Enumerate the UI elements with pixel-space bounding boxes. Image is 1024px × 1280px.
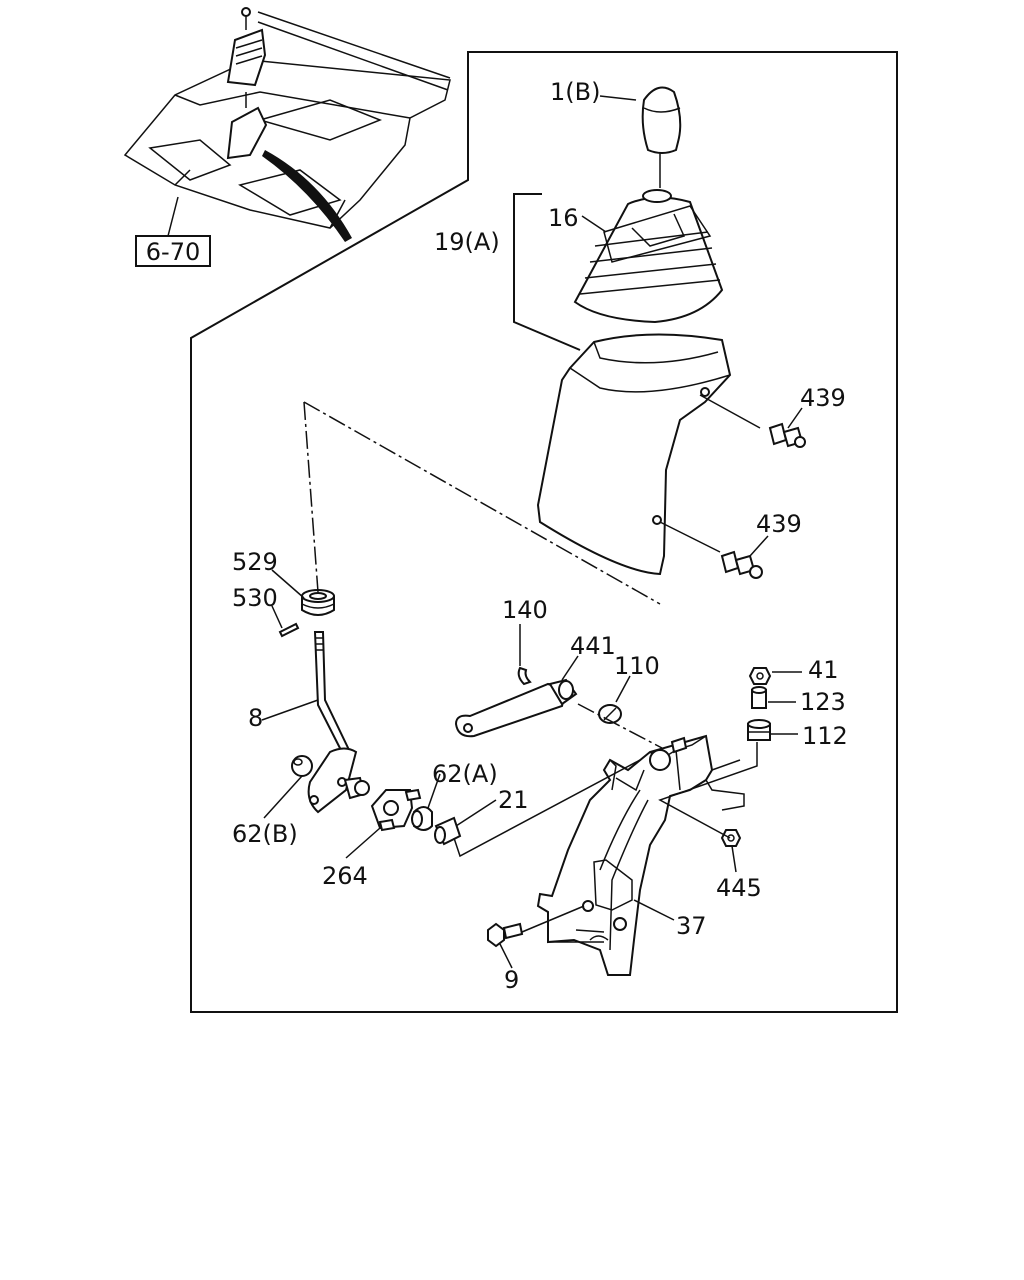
label-530: 530: [232, 584, 278, 612]
label-439-upper: 439: [800, 384, 846, 412]
label-110: 110: [614, 652, 660, 680]
label-62a: 62(A): [432, 760, 498, 788]
label-439-lower: 439: [756, 510, 802, 538]
diagram-frame: [190, 51, 898, 1013]
centerline-arm: [577, 703, 663, 749]
label-445: 445: [716, 874, 762, 902]
bushing-529: [301, 589, 335, 616]
shift-boot: [573, 189, 724, 324]
bushing-62a: [411, 806, 433, 831]
arm-441: [454, 678, 578, 738]
label-9: 9: [504, 966, 519, 994]
grommet-112: [747, 719, 771, 741]
label-123: 123: [800, 688, 846, 716]
label-41: 41: [808, 656, 839, 684]
centerline-cover: [303, 401, 661, 605]
label-441: 441: [570, 632, 616, 660]
label-16: 16: [548, 204, 579, 232]
pin-530: [278, 622, 300, 638]
reference-box: [135, 235, 211, 267]
screw-439-lower: [720, 550, 763, 579]
pointer-wedge: [262, 150, 352, 242]
bushing-110: [598, 704, 622, 724]
bracket-37: [536, 734, 745, 976]
label-529: 529: [232, 548, 278, 576]
label-1b: 1(B): [550, 78, 600, 106]
nut-445: [720, 829, 742, 847]
reference-label: 6-70: [146, 238, 200, 266]
clip-140: [517, 666, 532, 686]
screw-439-upper: [768, 422, 806, 448]
bushing-21: [434, 816, 462, 846]
shift-knob: [641, 86, 682, 188]
shift-lever: [307, 631, 370, 814]
label-140: 140: [502, 596, 548, 624]
label-112: 112: [802, 722, 848, 750]
nut-41: [748, 667, 772, 685]
spacer-123: [751, 686, 767, 709]
label-19a: 19(A): [434, 228, 500, 256]
label-62b: 62(B): [232, 820, 298, 848]
label-8: 8: [248, 704, 263, 732]
bushing-62b: [291, 755, 313, 777]
label-37: 37: [676, 912, 707, 940]
floor-overview-inset: [123, 7, 451, 242]
bolt-9: [487, 922, 524, 948]
shift-cover: [536, 333, 732, 576]
label-264: 264: [322, 862, 368, 890]
label-21: 21: [498, 786, 529, 814]
